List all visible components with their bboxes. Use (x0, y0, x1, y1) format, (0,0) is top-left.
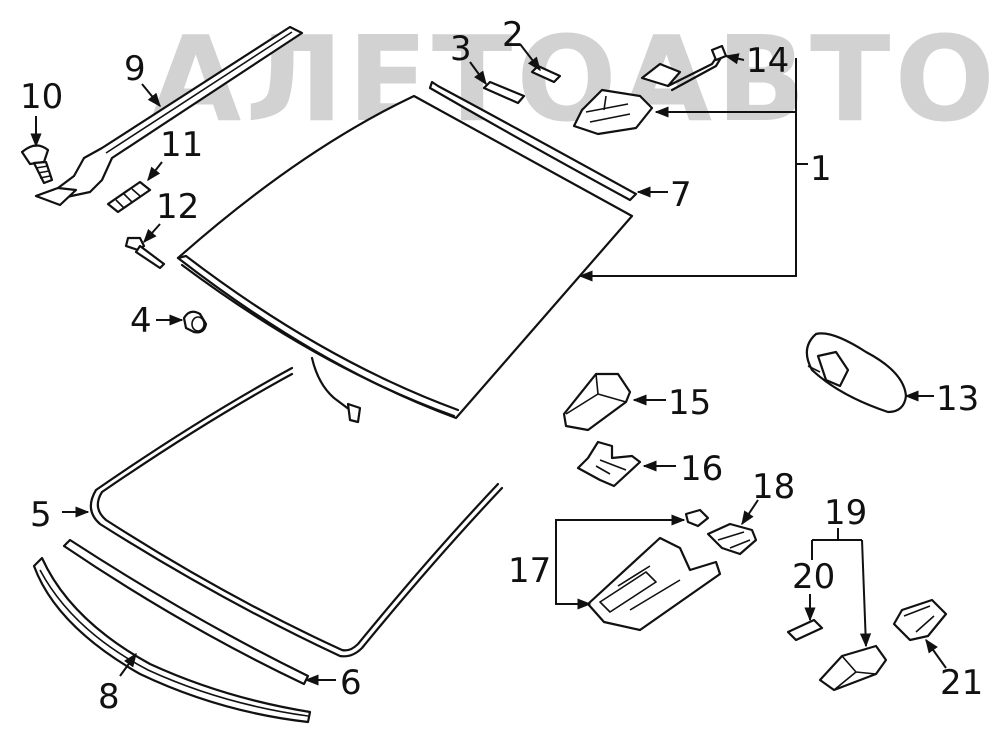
part-18-clip (706, 522, 758, 556)
callout-10: 10 (20, 77, 63, 117)
part-1-windshield (176, 94, 634, 424)
part-7-upper-molding (428, 80, 638, 202)
leader-2 (519, 43, 541, 72)
leader-17b (555, 568, 592, 610)
part-20-pad (786, 618, 824, 642)
leader-lines (30, 43, 947, 686)
part-16-bracket (576, 440, 642, 488)
part-12-pin (124, 236, 166, 270)
part-13-mirror (805, 332, 908, 414)
leader-11 (147, 161, 163, 182)
part-1-sensor-bracket (572, 88, 654, 136)
callout-21: 21 (940, 663, 983, 703)
callout-6: 6 (340, 663, 362, 703)
part-10-screw (20, 144, 54, 185)
part-19-unit (818, 644, 888, 692)
part-6-lower-seal (62, 538, 310, 686)
callout-3: 3 (450, 29, 472, 69)
callout-14: 14 (746, 41, 789, 81)
part-8-lower-garnish (32, 556, 312, 724)
part-3-pad (482, 80, 526, 105)
callout-1: 1 (810, 149, 832, 189)
leader-14 (724, 53, 745, 65)
callout-7: 7 (670, 175, 692, 215)
leader-9 (141, 83, 161, 108)
part-9-pillar-garnish (34, 25, 304, 207)
callout-16: 16 (680, 449, 723, 489)
callout-19: 19 (824, 493, 867, 533)
leader-12 (143, 223, 161, 244)
leader-18 (741, 499, 759, 526)
callout-15: 15 (668, 383, 711, 423)
leader-3 (469, 61, 487, 86)
part-5-seal (89, 366, 504, 658)
callout-17: 17 (508, 551, 551, 591)
callout-5: 5 (30, 495, 52, 535)
leader-19 (859, 539, 872, 648)
leader-17a (555, 514, 686, 568)
callout-18: 18 (752, 467, 795, 507)
callout-labels: 10 9 11 12 4 3 2 14 1 7 13 15 16 18 19 1… (20, 15, 983, 717)
callout-12: 12 (156, 187, 199, 227)
watermark: АЛЕТОАВТО (150, 10, 999, 148)
part-15-cover (562, 372, 632, 432)
leader-21 (925, 638, 947, 669)
callout-13: 13 (936, 379, 979, 419)
callout-20: 20 (792, 557, 835, 597)
part-21-bracket (892, 598, 948, 642)
leader-1b (578, 112, 797, 282)
callout-11: 11 (160, 125, 203, 165)
part-14-sensor-harness (640, 44, 728, 92)
watermark-text: АЛЕТОАВТО (150, 10, 999, 148)
leader-8 (119, 652, 137, 677)
callout-2: 2 (502, 15, 524, 55)
part-11-clip (106, 180, 152, 214)
callout-9: 9 (124, 49, 146, 89)
part-17-console (586, 508, 722, 632)
callout-4: 4 (130, 301, 152, 341)
part-4-bumper (182, 310, 208, 334)
callout-8: 8 (98, 677, 120, 717)
